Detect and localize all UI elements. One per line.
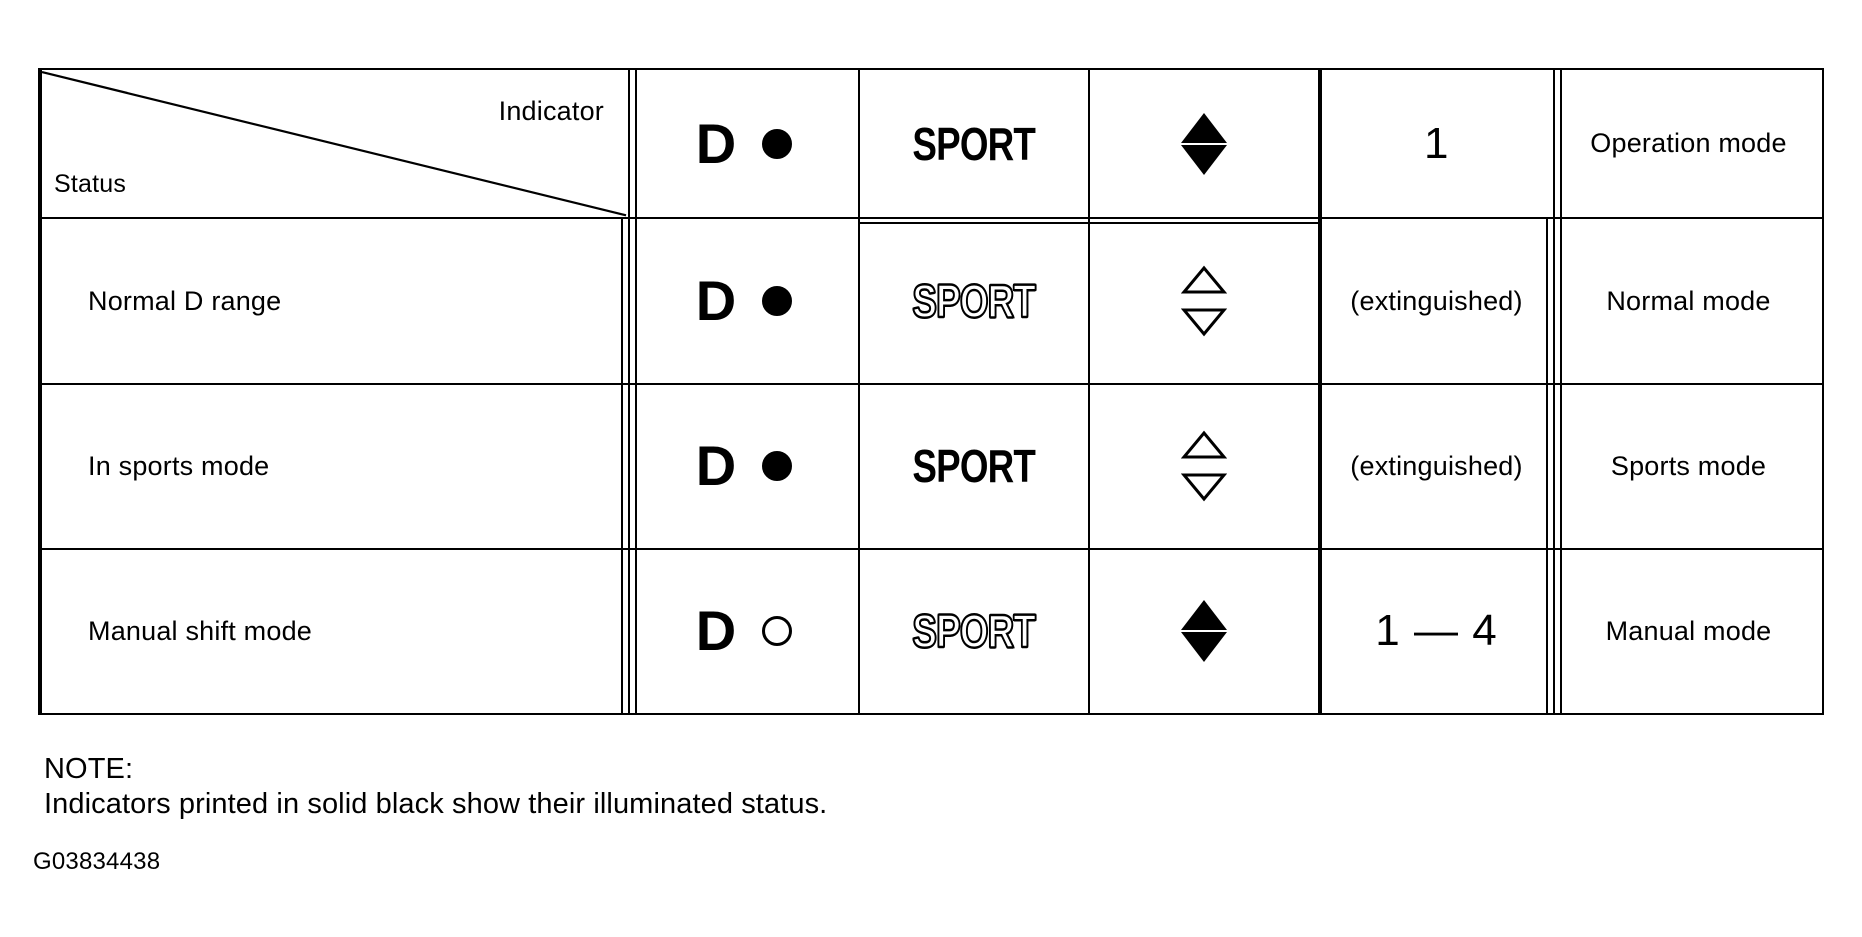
d-lamp-group: D — [630, 219, 858, 382]
row-operation-mode-cell: Manual mode — [1553, 547, 1824, 717]
sport-word-glyph-outline: SPORT — [912, 275, 1037, 327]
arrows-group — [1090, 550, 1318, 713]
row-d-indicator-cell: D — [628, 547, 860, 717]
table-row: Normal D range D SPORT — [38, 217, 1824, 386]
mode-group: Manual mode — [1555, 550, 1822, 713]
indicator-axis-label: Indicator — [498, 96, 604, 126]
d-lamp-group: D — [630, 70, 858, 217]
d-letter-glyph: D — [695, 599, 737, 663]
sport-word-glyph: SPORT — [912, 440, 1037, 493]
filled-circle-icon — [762, 451, 793, 482]
header-cell-operation-mode: Operation mode — [1553, 67, 1825, 226]
d-lamp-group: D — [630, 385, 858, 548]
gear-group: (extinguished) — [1320, 385, 1553, 548]
row-sport-indicator-cell: SPORT — [858, 217, 1090, 385]
table-row: In sports mode D SPORT — [38, 382, 1824, 551]
arrows-header-group — [1090, 70, 1318, 217]
mode-group: Sports mode — [1555, 385, 1822, 548]
gear-extinguished-label: (extinguished) — [1350, 450, 1523, 481]
header-cell-sport-indicator: SPORT — [858, 67, 1091, 226]
diagonal-divider-icon — [40, 70, 628, 217]
status-label: In sports mode — [88, 450, 270, 481]
triangle-up-icon — [1181, 600, 1227, 631]
row-operation-mode-cell: Normal mode — [1553, 217, 1824, 386]
indicator-status-table-wrapper: Indicator Status D SPORT — [38, 67, 1825, 717]
indicator-status-table: Indicator Status D SPORT — [38, 67, 1825, 717]
operation-mode-header-group: Operation mode — [1555, 70, 1822, 217]
triangle-down-outline-icon — [1181, 308, 1227, 337]
row-sport-indicator-cell: SPORT — [858, 382, 1090, 550]
d-lamp-group: D — [630, 550, 858, 713]
filled-circle-icon — [762, 286, 793, 316]
arrows-group — [1090, 219, 1318, 382]
triangle-up-outline-icon — [1181, 430, 1227, 459]
up-down-triangle-icon — [1181, 112, 1227, 175]
operation-mode-value: Manual mode — [1605, 615, 1772, 646]
status-label: Normal D range — [88, 285, 282, 316]
row-shift-arrows-cell — [1088, 382, 1320, 550]
figure-id-label: G03834438 — [33, 848, 161, 875]
status-label: Manual shift mode — [88, 615, 313, 646]
row-gear-cell: (extinguished) — [1318, 382, 1555, 551]
up-down-triangle-icon — [1181, 600, 1227, 663]
sport-group: SPORT — [860, 385, 1088, 548]
row-status-cell: Manual shift mode — [38, 547, 630, 717]
triangle-up-outline-icon — [1181, 265, 1227, 294]
row-status-cell: In sports mode — [38, 382, 630, 551]
header-cell-shift-arrows — [1088, 67, 1321, 226]
table-row: Manual shift mode D SPORT — [38, 547, 1824, 717]
gear-extinguished-label: (extinguished) — [1350, 285, 1523, 316]
note-body: Indicators printed in solid black show t… — [44, 788, 828, 821]
triangle-down-outline-icon — [1181, 473, 1227, 502]
sport-header-group: SPORT — [860, 70, 1088, 217]
row-gear-cell: (extinguished) — [1318, 217, 1555, 386]
row-shift-arrows-cell — [1088, 217, 1320, 385]
row-d-indicator-cell: D — [628, 217, 860, 386]
sport-group: SPORT — [860, 550, 1088, 713]
row-operation-mode-cell: Sports mode — [1553, 382, 1824, 551]
d-letter-glyph: D — [695, 434, 737, 498]
note-title: NOTE: — [44, 753, 134, 785]
gear-range-value: 1 — 4 — [1375, 606, 1498, 656]
sport-group: SPORT — [860, 219, 1088, 382]
operation-mode-value: Normal mode — [1606, 285, 1771, 316]
hollow-circle-icon — [762, 616, 793, 647]
row-gear-cell: 1 — 4 — [1318, 547, 1555, 717]
status-axis-label: Status — [54, 170, 127, 199]
sport-word-glyph-outline: SPORT — [912, 605, 1037, 658]
header-cell-d-indicator: D — [628, 67, 861, 226]
d-letter-glyph: D — [695, 111, 737, 175]
gear-group: 1 — 4 — [1320, 550, 1553, 713]
up-down-triangle-outline-icon — [1181, 430, 1227, 502]
row-sport-indicator-cell: SPORT — [858, 547, 1090, 716]
triangle-down-icon — [1181, 632, 1227, 663]
gear-header-group: 1 — [1320, 70, 1553, 217]
row-d-indicator-cell: D — [628, 382, 860, 551]
operation-mode-label: Operation mode — [1590, 128, 1787, 159]
header-cell-gear-number: 1 — [1318, 67, 1555, 220]
triangle-down-icon — [1181, 144, 1227, 175]
mode-group: Normal mode — [1555, 219, 1822, 382]
row-status-cell: Normal D range — [38, 217, 630, 386]
up-down-triangle-outline-icon — [1181, 265, 1227, 337]
corner-header-cell: Indicator Status — [38, 67, 630, 220]
d-letter-glyph: D — [695, 269, 737, 332]
triangle-up-icon — [1181, 112, 1227, 143]
arrows-group — [1090, 385, 1318, 548]
note-block: NOTE: Indicators printed in solid black … — [44, 752, 827, 823]
row-shift-arrows-cell — [1088, 547, 1320, 716]
operation-mode-value: Sports mode — [1610, 450, 1767, 481]
gear-group: (extinguished) — [1320, 219, 1553, 382]
gear-number-glyph: 1 — [1424, 118, 1449, 168]
table-header-row: Indicator Status D SPORT — [38, 67, 1825, 226]
sport-word-glyph: SPORT — [912, 117, 1037, 170]
filled-circle-icon — [762, 128, 793, 159]
